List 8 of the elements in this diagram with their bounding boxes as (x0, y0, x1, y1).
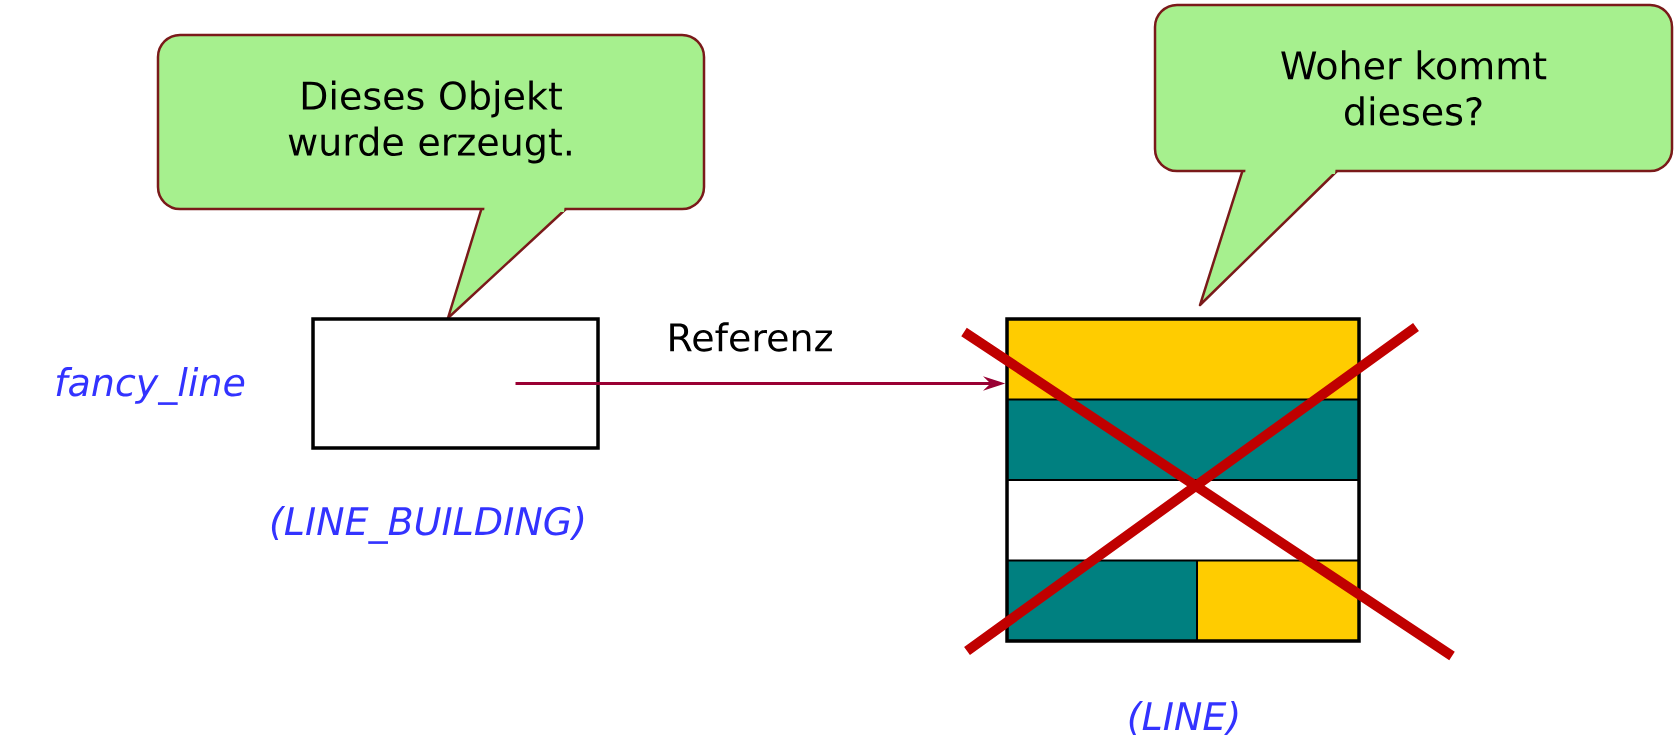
edge-label: Referenz (664, 320, 836, 354)
type-label: (LINE) (1129, 701, 1238, 735)
object-drawing (1005, 317, 1361, 643)
speech-bubble: Dieses Objekt wurde erzeugt. (156, 33, 706, 320)
speech-bubble: Woher kommt dieses? (1153, 3, 1674, 307)
type-label: (LINE_BUILDING) (271, 506, 584, 544)
reference-box (311, 317, 600, 450)
variable-name: fancy_line (56, 367, 245, 405)
